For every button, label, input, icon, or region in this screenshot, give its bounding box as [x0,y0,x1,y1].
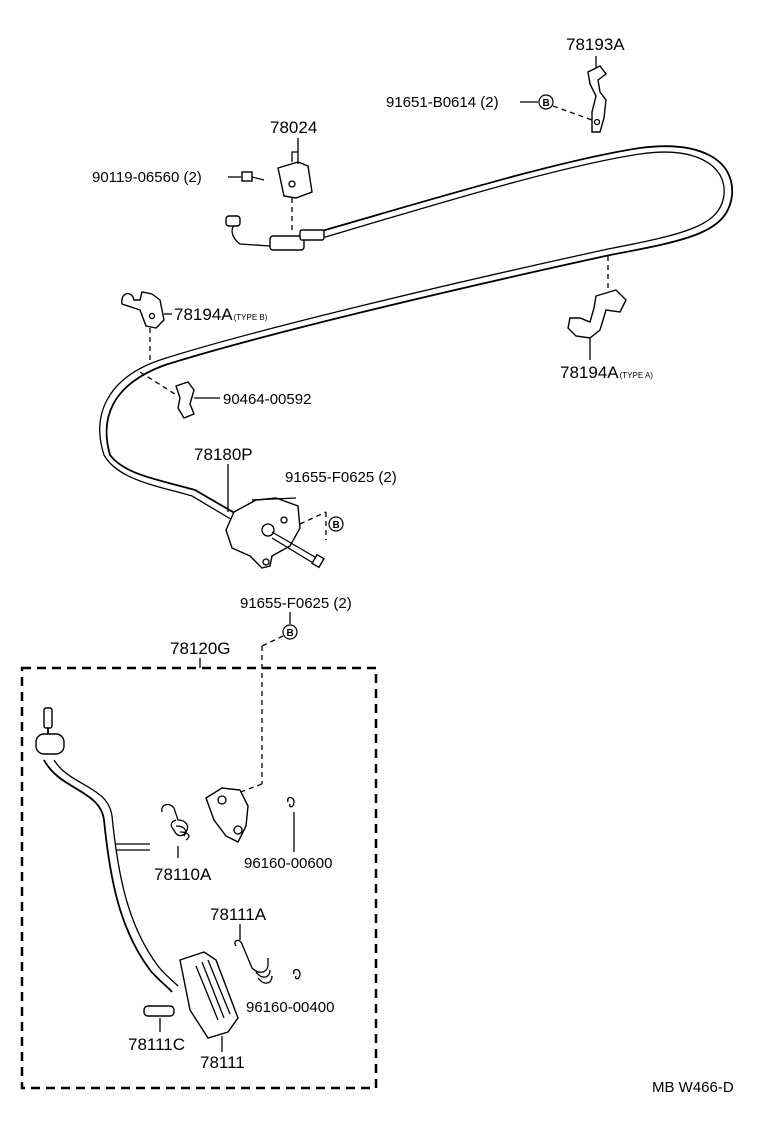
pedal-pad-78111: 78111 [179,951,245,1072]
label-78193A: 78193A [566,35,625,54]
bracket-78180P: 78180P [194,445,325,569]
pedal-bracket-plate [205,787,249,843]
clip-90464: 90464-00592 [139,371,311,419]
clip-78194A-type-b: 78194A(TYPE B) [121,291,268,362]
label-90119: 90119-06560 (2) [92,169,202,186]
assembly-78120G-box [20,666,378,1090]
pedal-lever [35,707,179,993]
callout-b-1 [538,94,554,110]
label-91655-a: 91655-F0625 (2) [285,469,397,486]
clip-78194A-type-a: 78194A(TYPE A) [560,256,653,382]
spring-78110A: 78110A [154,803,212,884]
bolt-90119: 90119-06560 (2) [92,169,265,186]
label-78180P: 78180P [194,445,253,464]
label-78111C: 78111C [128,1035,185,1054]
spring-78111A: 78111A [210,905,273,984]
label-91655-b: 91655-F0625 (2) [240,595,352,612]
pin-78111C: 78111C [128,1005,185,1054]
throttle-cable [99,145,733,522]
label-78194A-a: 78194A(TYPE A) [560,363,653,382]
label-96160-00600: 96160-00600 [244,855,332,872]
label-78110A: 78110A [154,865,212,884]
cable-end-fitting [225,215,325,251]
label-78111: 78111 [200,1053,245,1072]
bracket-78024: 78024 [270,118,317,232]
bracket-78193A: 78193A [566,35,625,133]
diagram-code: MB W466-D [652,1079,734,1096]
callout-b-1-text: B [543,98,550,109]
clip-96160-00600: 96160-00600 [244,796,332,872]
label-96160-00400: 96160-00400 [246,999,334,1016]
clip-96160-00400: 96160-00400 [246,968,334,1016]
callout-b-2 [328,516,344,532]
label-78111A: 78111A [210,905,267,924]
callout-b-2-text: B [333,520,340,531]
callout-b-3 [282,624,298,640]
label-91651: 91651-B0614 (2) [386,94,499,111]
callout-b-3-text: B [287,628,294,639]
label-78024: 78024 [270,118,317,137]
label-78194A-b: 78194A(TYPE B) [174,305,268,324]
label-78120G: 78120G [170,639,231,658]
label-90464: 90464-00592 [223,391,311,408]
